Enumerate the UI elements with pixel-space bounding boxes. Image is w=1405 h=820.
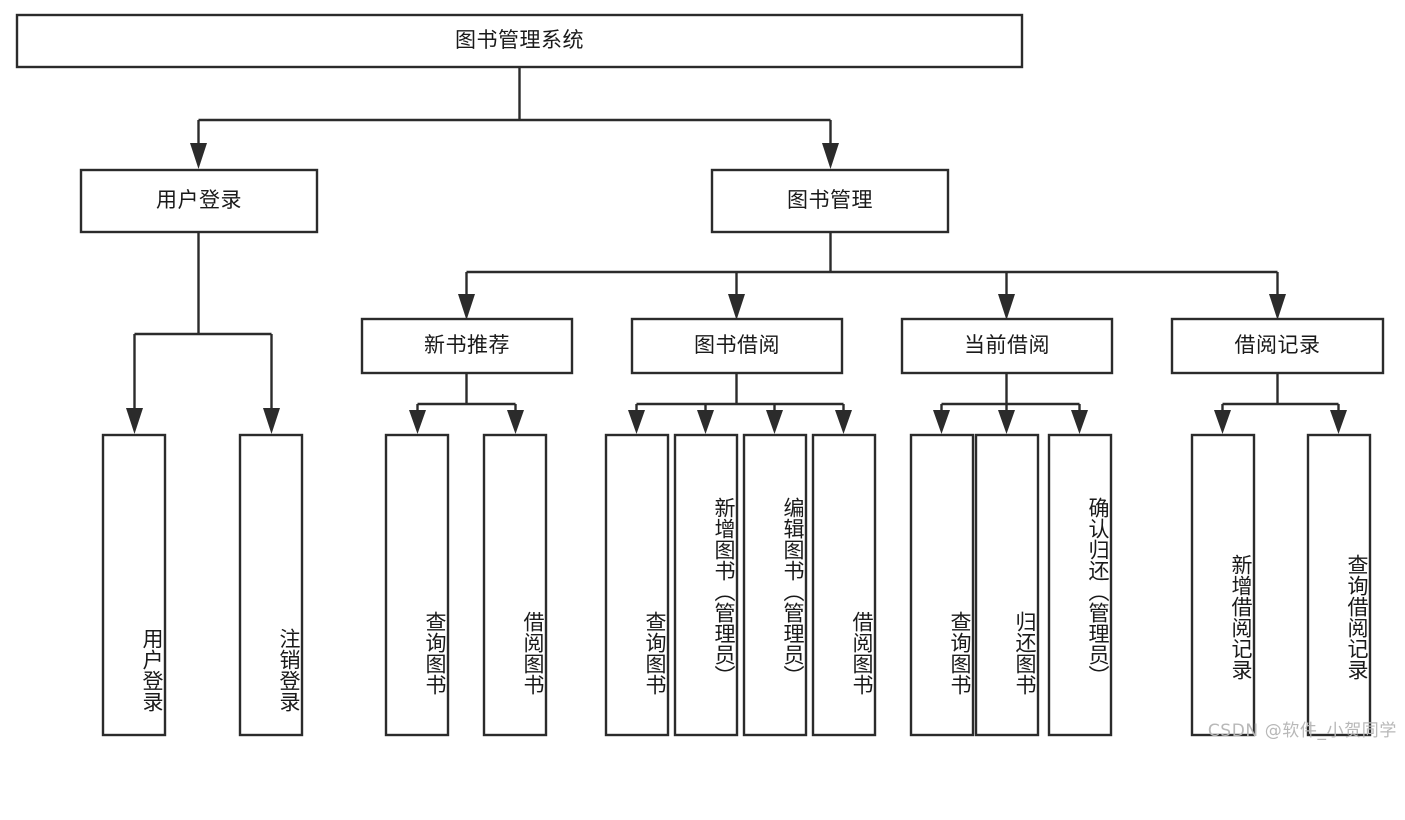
leaf-box-new-book-1[interactable]	[384, 433, 450, 737]
arrowhead-leaf-current-borrow-1	[933, 410, 950, 434]
arrowhead-leaf-book-borrow-3	[766, 410, 783, 434]
arrowhead-leaf-borrow-record-1	[1214, 410, 1231, 434]
node-current-borrow-box[interactable]	[900, 317, 1114, 375]
node-root-box[interactable]	[15, 13, 1024, 69]
leaf-box-current-borrow-3[interactable]	[1047, 433, 1113, 737]
leaf-box-borrow-record-1[interactable]	[1190, 433, 1256, 737]
leaf-box-book-borrow-2[interactable]	[673, 433, 739, 737]
arrowhead-leaf-new-book-1	[409, 410, 426, 434]
arrowhead-borrow-record	[1269, 294, 1286, 320]
leaf-box-book-borrow-3[interactable]	[742, 433, 808, 737]
arrowhead-leaf-book-borrow-2	[697, 410, 714, 434]
leaf-box-borrow-record-2[interactable]	[1306, 433, 1372, 737]
leaf-box-user-login-1[interactable]	[101, 433, 167, 737]
arrowhead-leaf-current-borrow-3	[1071, 410, 1088, 434]
arrowhead-leaf-book-borrow-4	[835, 410, 852, 434]
leaf-box-current-borrow-1[interactable]	[909, 433, 975, 737]
arrowhead-leaf-current-borrow-2	[998, 410, 1015, 434]
leaf-box-book-borrow-4[interactable]	[811, 433, 877, 737]
node-user-login-box[interactable]	[79, 168, 319, 234]
arrowhead-leaf-book-borrow-1	[628, 410, 645, 434]
node-borrow-record-box[interactable]	[1170, 317, 1385, 375]
leaf-box-user-login-2[interactable]	[238, 433, 304, 737]
arrowhead-new-book-recommend	[458, 294, 475, 320]
leaf-box-book-borrow-1[interactable]	[604, 433, 670, 737]
arrowhead-current-borrow	[998, 294, 1015, 320]
arrowhead-leaf-borrow-record-2	[1330, 410, 1347, 434]
arrowhead-leaf-new-book-2	[507, 410, 524, 434]
leaf-box-current-borrow-2[interactable]	[974, 433, 1040, 737]
node-book-manage-box[interactable]	[710, 168, 950, 234]
node-new-book-recommend-box[interactable]	[360, 317, 574, 375]
diagram-svg	[15, 13, 1385, 737]
csdn-watermark: CSDN @软件_小贺同学	[1207, 721, 1397, 741]
arrowhead-user-login	[190, 143, 207, 169]
leaf-box-new-book-2[interactable]	[482, 433, 548, 737]
arrowhead-book-borrow	[728, 294, 745, 320]
node-book-borrow-box[interactable]	[630, 317, 844, 375]
diagram-canvas: 图书管理系统 用户登录 图书管理 新书推荐 图书借阅 当前借阅 借阅记录 用户登…	[15, 13, 1397, 741]
arrowhead-leaf-user-login-1	[126, 408, 143, 434]
arrowhead-leaf-user-login-2	[263, 408, 280, 434]
arrowhead-book-manage	[822, 143, 839, 169]
